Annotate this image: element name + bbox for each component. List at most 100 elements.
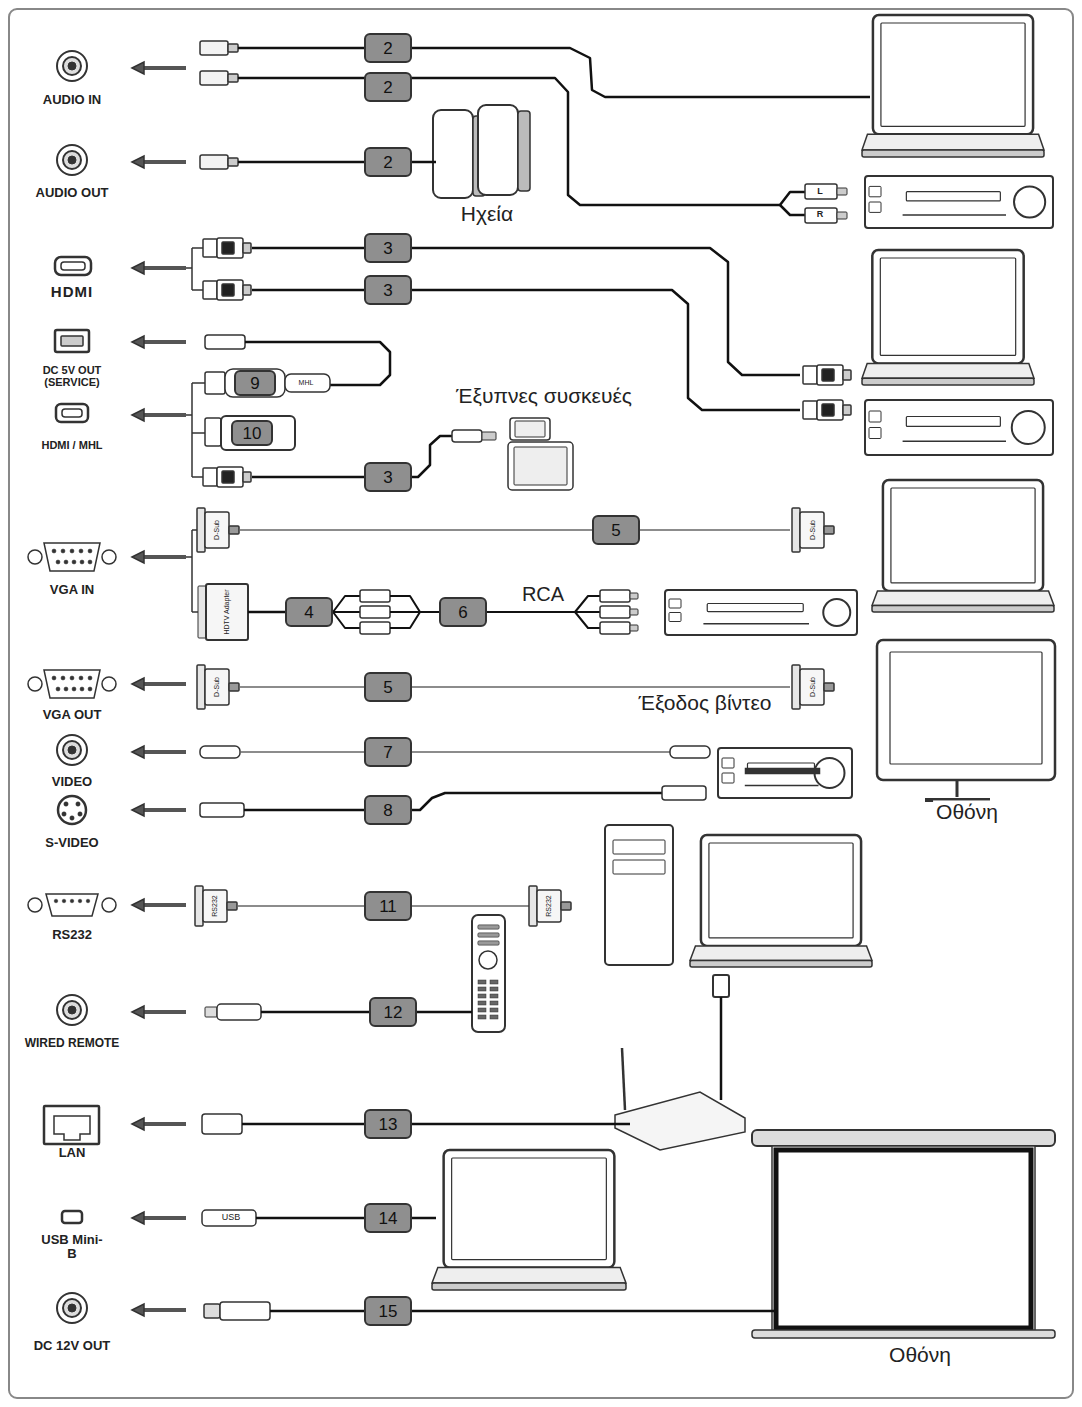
shape xyxy=(88,687,92,691)
cable xyxy=(142,750,186,754)
cable xyxy=(248,611,285,614)
cable xyxy=(142,1122,186,1126)
shape xyxy=(872,250,1023,363)
callout-number: 7 xyxy=(383,744,392,761)
shape xyxy=(132,1118,144,1130)
shape xyxy=(891,488,1035,583)
callout-number: 9 xyxy=(250,375,259,392)
port-label: LAN xyxy=(59,1146,86,1160)
callout-box: 3 xyxy=(364,275,412,305)
port-label: RS232 xyxy=(52,928,92,942)
connector-label: D-Sub xyxy=(809,677,817,697)
cable xyxy=(333,596,360,612)
shape xyxy=(800,512,824,548)
shape xyxy=(515,421,545,437)
shape xyxy=(61,336,83,346)
shape xyxy=(132,551,144,563)
shape xyxy=(57,735,87,765)
shape xyxy=(200,155,228,169)
shape xyxy=(600,590,630,602)
shape xyxy=(615,1092,745,1150)
shape xyxy=(890,652,1042,764)
shape xyxy=(88,549,92,553)
shape xyxy=(824,526,834,534)
shape xyxy=(482,432,496,440)
cable xyxy=(720,997,723,1100)
callout-number: 14 xyxy=(379,1210,398,1227)
shape xyxy=(102,677,116,691)
shape xyxy=(63,1001,81,1019)
cable xyxy=(745,785,819,787)
shape xyxy=(670,746,710,758)
shape xyxy=(229,526,239,534)
callout-box: 8 xyxy=(364,795,412,825)
callout-box: 2 xyxy=(364,33,412,63)
shape xyxy=(877,640,1055,780)
shape xyxy=(44,670,100,698)
port-label: HDMI / MHL xyxy=(41,439,102,451)
shape xyxy=(70,816,74,820)
shape xyxy=(478,105,518,195)
shape xyxy=(56,404,88,422)
shape xyxy=(490,987,498,991)
shape xyxy=(62,409,82,417)
callout-box: 3 xyxy=(364,233,412,263)
shape xyxy=(132,409,144,421)
shape xyxy=(206,584,248,640)
shape xyxy=(28,898,42,912)
cable xyxy=(142,160,186,164)
shape xyxy=(52,549,56,553)
callout-box: 2 xyxy=(364,72,412,102)
shape xyxy=(132,262,144,274)
cable xyxy=(622,1048,625,1110)
shape xyxy=(203,239,217,257)
shape xyxy=(61,549,65,553)
shape xyxy=(132,1006,144,1018)
shape xyxy=(28,677,42,691)
shape xyxy=(243,243,251,253)
cable xyxy=(142,413,186,417)
shape xyxy=(132,746,144,758)
shape xyxy=(444,1150,615,1268)
shape xyxy=(63,1299,81,1317)
shape xyxy=(490,1008,498,1012)
cable xyxy=(186,556,192,558)
connector-label: D-Sub xyxy=(809,520,817,540)
shape xyxy=(478,933,499,937)
cable xyxy=(780,192,805,205)
shape xyxy=(68,1304,76,1312)
cable xyxy=(142,555,186,559)
shape xyxy=(432,1268,626,1283)
cable xyxy=(252,248,800,375)
shape xyxy=(55,330,89,352)
callout-number: 13 xyxy=(379,1116,398,1133)
shape xyxy=(64,802,68,806)
port-label: WIRED REMOTE xyxy=(25,1037,120,1050)
cable xyxy=(186,267,192,269)
shape xyxy=(102,550,116,564)
callout-box: 12 xyxy=(369,997,417,1027)
cable xyxy=(703,623,809,625)
shape xyxy=(57,145,87,175)
callout-box: 7 xyxy=(364,737,412,767)
shape xyxy=(63,151,81,169)
shape xyxy=(865,400,1053,455)
cable xyxy=(192,382,205,384)
shape xyxy=(228,158,238,166)
cable xyxy=(142,1308,186,1312)
shape xyxy=(57,1293,87,1323)
shape xyxy=(478,941,499,945)
callout-box: 9 xyxy=(234,370,276,396)
shape xyxy=(605,825,673,965)
port-label: USB Mini-B xyxy=(37,1233,107,1262)
shape xyxy=(243,472,251,482)
port-label: HDMI xyxy=(51,284,93,301)
shape xyxy=(630,625,638,631)
shape xyxy=(669,613,681,622)
shape xyxy=(70,899,74,903)
shape xyxy=(862,378,1034,385)
port-label: S-VIDEO xyxy=(45,836,98,850)
shape xyxy=(881,23,1025,126)
shape xyxy=(200,803,244,817)
shape xyxy=(62,1211,82,1223)
